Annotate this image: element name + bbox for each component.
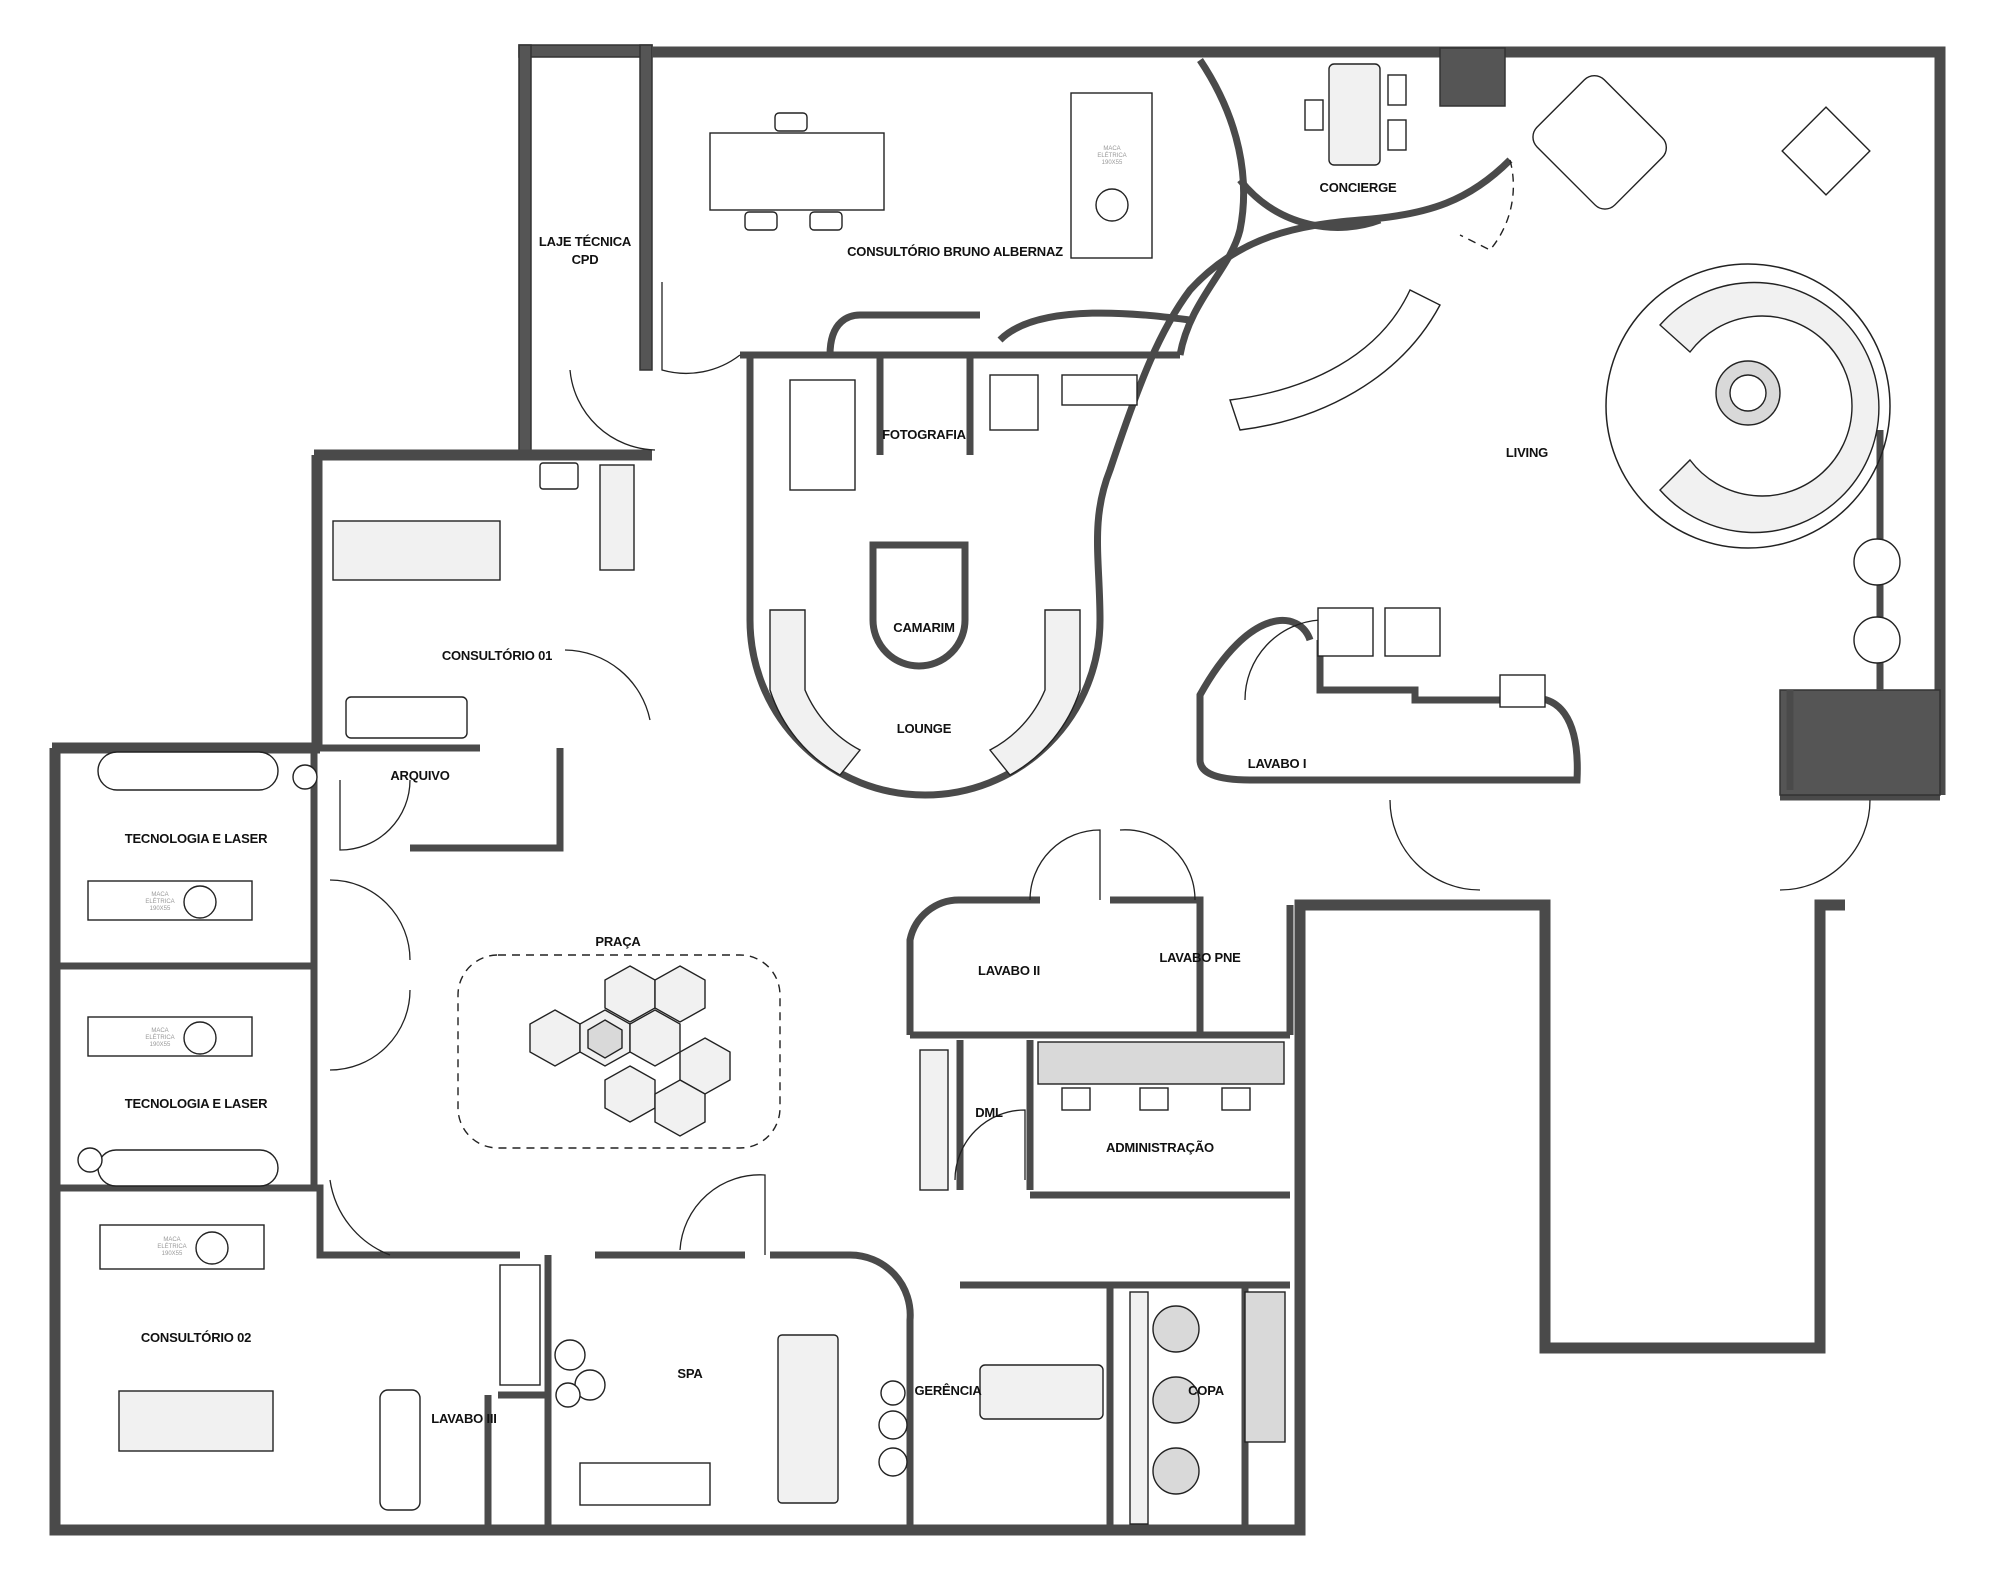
door-lavabo-i[interactable]	[1244, 619, 1321, 701]
label-spa: SPA	[677, 1366, 703, 1381]
bruno-desk	[709, 132, 885, 211]
door-lavabo-ii[interactable]	[1029, 829, 1101, 901]
door-living-2[interactable]	[1779, 799, 1871, 891]
stretcher-tecnologia-1: MACA ELÉTRICA 190X55	[87, 880, 253, 921]
door-tecnologia-1[interactable]	[329, 879, 411, 961]
spa-tub	[777, 1334, 839, 1504]
svg-text:MACA: MACA	[163, 1237, 180, 1243]
hexagon-planters	[529, 965, 731, 1137]
label-dml: DML	[975, 1105, 1003, 1120]
label-tecnologia-laser-1: TECNOLOGIA E LASER	[125, 831, 268, 846]
label-tecnologia-laser-2: TECNOLOGIA E LASER	[125, 1096, 268, 1111]
stretcher-bruno-label: MACA ELÉTRICA 190X55	[1097, 146, 1126, 166]
living-sofa	[1532, 74, 1668, 210]
label-consultorio-01: CONSULTÓRIO 01	[442, 648, 552, 663]
svg-text:190X55: 190X55	[1102, 160, 1123, 166]
door-bruno[interactable]	[661, 282, 741, 375]
door-laje[interactable]	[569, 369, 656, 451]
interior-walls	[55, 58, 1884, 1530]
consultorio-02-desk	[118, 1390, 274, 1452]
label-laje-tecnica: LAJE TÉCNICA	[539, 234, 632, 249]
consultorio-01-desk	[332, 520, 501, 581]
label-administracao: ADMINISTRAÇÃO	[1106, 1140, 1214, 1155]
reception-desk	[1229, 289, 1441, 431]
label-lavabo-i: LAVABO I	[1248, 756, 1307, 771]
doors	[329, 159, 1871, 1256]
label-concierge: CONCIERGE	[1320, 180, 1397, 195]
label-lavabo-iii: LAVABO III	[431, 1411, 496, 1426]
room-labels: LAJE TÉCNICA CPD CONSULTÓRIO BRUNO ALBER…	[125, 180, 1549, 1426]
label-consultorio-bruno: CONSULTÓRIO BRUNO ALBERNAZ	[847, 244, 1063, 259]
label-praca: PRAÇA	[595, 934, 641, 949]
door-dml[interactable]	[954, 1109, 1026, 1181]
svg-text:190X55: 190X55	[150, 1042, 171, 1048]
label-camarim: CAMARIM	[893, 620, 954, 635]
svg-text:190X55: 190X55	[162, 1251, 183, 1257]
concierge-desk	[1328, 63, 1381, 166]
svg-text:ELÉTRICA: ELÉTRICA	[145, 898, 174, 905]
door-consultorio-01[interactable]	[564, 649, 651, 721]
label-lavabo-pne: LAVABO PNE	[1159, 950, 1241, 965]
gerencia-desk	[979, 1364, 1104, 1420]
stretcher-tecnologia-2: MACA ELÉTRICA 190X55	[87, 1016, 253, 1057]
door-spa[interactable]	[679, 1174, 766, 1255]
label-lounge: LOUNGE	[897, 721, 952, 736]
svg-text:MACA: MACA	[151, 892, 168, 898]
svg-text:MACA: MACA	[151, 1028, 168, 1034]
label-consultorio-02: CONSULTÓRIO 02	[141, 1330, 251, 1345]
door-living-1[interactable]	[1389, 799, 1481, 891]
label-arquivo: ARQUIVO	[390, 768, 449, 783]
admin-counter	[1037, 1041, 1285, 1085]
svg-text:ELÉTRICA: ELÉTRICA	[1097, 152, 1126, 159]
circular-bench	[1605, 263, 1891, 549]
door-lavabo-pne[interactable]	[1119, 829, 1196, 901]
praca-planter-area	[457, 954, 781, 1149]
label-cpd: CPD	[572, 252, 599, 267]
furniture: MACA ELÉTRICA 190X55 MACA ELÉTRICA 190X5…	[77, 63, 1901, 1525]
svg-text:MACA: MACA	[1103, 146, 1120, 152]
svg-text:ELÉTRICA: ELÉTRICA	[157, 1243, 186, 1250]
exterior-walls	[49, 44, 1946, 1536]
stretcher	[1070, 92, 1153, 259]
stretcher-consultorio-02: MACA ELÉTRICA 190X55	[99, 1224, 265, 1270]
svg-text:190X55: 190X55	[150, 906, 171, 912]
label-copa: COPA	[1188, 1383, 1225, 1398]
label-fotografia: FOTOGRAFIA	[882, 427, 967, 442]
door-tecnologia-2[interactable]	[329, 989, 411, 1071]
door-consultorio-02[interactable]	[329, 1179, 391, 1256]
living-armchair	[1781, 106, 1871, 196]
label-lavabo-ii: LAVABO II	[978, 963, 1040, 978]
label-gerencia: GERÊNCIA	[914, 1383, 982, 1398]
label-living: LIVING	[1506, 445, 1548, 460]
door-concierge[interactable]	[1459, 159, 1515, 251]
door-arquivo[interactable]	[339, 779, 411, 851]
svg-text:ELÉTRICA: ELÉTRICA	[145, 1034, 174, 1041]
